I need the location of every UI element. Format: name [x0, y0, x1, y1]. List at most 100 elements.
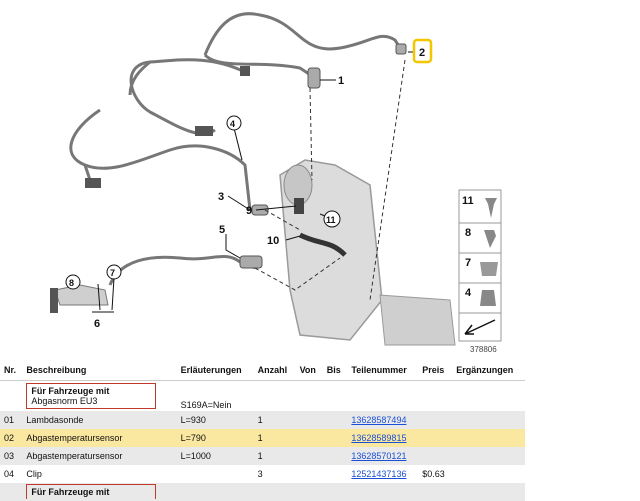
group2-empty-1: [176, 482, 254, 501]
col-erlaeuterungen: Erläuterungen: [176, 360, 254, 381]
cable-1a: [203, 53, 313, 78]
row-qty: 1: [253, 428, 296, 447]
part-number-link[interactable]: 13628589815: [351, 432, 407, 443]
group2-box: Für Fahrzeuge mit: [26, 484, 157, 499]
bracket-6: [54, 284, 109, 306]
row-expl: L=1000: [176, 446, 254, 465]
pipe-10: [298, 232, 347, 257]
row-price: [418, 410, 453, 429]
cable-3: [69, 108, 252, 211]
group-empty-1: [254, 381, 296, 411]
col-preis: Preis: [418, 360, 453, 381]
cable-5: [108, 255, 256, 286]
col-nr: Nr.: [0, 360, 23, 381]
callout-2[interactable]: 2: [419, 47, 425, 59]
row-nr: 03: [0, 446, 23, 465]
row-notes: [452, 428, 525, 447]
sensor-2-tip: [395, 43, 407, 55]
col-beschreibung: Beschreibung: [22, 360, 177, 381]
col-von: Von: [295, 360, 323, 381]
group2-empty-6: [418, 482, 453, 501]
group-title: Für Fahrzeuge mit: [31, 385, 110, 396]
row-nr: 04: [4, 468, 15, 479]
group2-empty-7: [452, 482, 525, 501]
connector-b: [85, 178, 101, 188]
callout-9[interactable]: 9: [246, 205, 252, 217]
group2-empty-5: [347, 482, 419, 501]
arrow-icon: [464, 319, 496, 335]
image-number: 378806: [470, 345, 497, 354]
leader-lines: [254, 59, 406, 301]
bolt-icon: [484, 230, 496, 248]
group-empty-5: [418, 381, 452, 411]
callout-11[interactable]: 11: [326, 215, 336, 225]
parts-diagram: 1 2 3 4 5 6 7 8 9 10 11 11 8 7 4 378806: [50, 12, 502, 354]
row-price: [418, 446, 453, 465]
row-desc: Lambdasonde: [22, 410, 177, 429]
callout-6[interactable]: 6: [94, 318, 100, 330]
row-price: $0.63: [422, 468, 445, 479]
group2-empty-4: [322, 482, 348, 501]
callout-11-circle[interactable]: [323, 210, 341, 228]
group-empty-4: [347, 381, 418, 411]
row-bis: [322, 410, 348, 429]
callout-8-circle[interactable]: [65, 274, 81, 290]
table-row-highlighted[interactable]: 02 Abgastemperatursensor L=790 1 1362858…: [0, 428, 525, 447]
callout-7-circle[interactable]: [106, 264, 122, 280]
lambda-sensor: [307, 67, 321, 89]
callout-7[interactable]: 7: [110, 268, 115, 278]
callout-1[interactable]: 1: [338, 75, 344, 87]
row-qty: 3: [257, 468, 263, 479]
callout-3[interactable]: 3: [218, 191, 224, 203]
legend-label-7: 7: [465, 257, 471, 269]
bracket-6-clamp: [50, 288, 58, 313]
sensor-5-tip: [239, 255, 263, 269]
group2-heading: Für Fahrzeuge mit: [22, 482, 177, 501]
cable-2: [203, 12, 402, 56]
row-notes: [452, 446, 525, 465]
group-empty-2: [296, 381, 323, 411]
group-heading: Für Fahrzeuge mit Abgasnorm EU3: [22, 381, 176, 411]
row-bis: [322, 428, 348, 447]
legend-panel: 11 8 7 4: [458, 189, 502, 342]
row-price: [418, 428, 453, 447]
col-teilenummer: Teilenummer: [347, 360, 419, 381]
sensor-9: [294, 198, 304, 214]
callout-2-box[interactable]: [412, 38, 433, 64]
part-number-link[interactable]: 13628587494: [351, 414, 407, 425]
table-row[interactable]: 04 Clip 3 12521437136 $0.63: [0, 465, 525, 483]
row-desc: Abgastemperatursensor: [22, 428, 177, 447]
callout-8[interactable]: 8: [69, 278, 74, 288]
callout-4[interactable]: 4: [230, 119, 235, 129]
connector-c: [240, 66, 250, 76]
exploded-view: 1 2 3 4 5 6 7 8 9 10 11 11 8 7 4 378806: [50, 12, 502, 354]
parts-table: Nr. Beschreibung Erläuterungen Anzahl Vo…: [0, 360, 525, 501]
exhaust-pipe: [379, 294, 456, 346]
group-row: Für Fahrzeuge mit Abgasnorm EU3 S169A=Ne…: [0, 381, 525, 411]
cable-1b: [128, 60, 151, 96]
group-box: Für Fahrzeuge mit Abgasnorm EU3: [26, 382, 157, 409]
table-row[interactable]: 03 Abgastemperatursensor L=1000 1 136285…: [0, 446, 525, 465]
callout-4-circle[interactable]: [226, 115, 242, 131]
row-qty: 1: [253, 410, 296, 429]
row-desc: Clip: [26, 468, 42, 479]
row-von: [295, 428, 323, 447]
part-number-link[interactable]: 13628570121: [351, 450, 407, 461]
col-bis: Bis: [322, 360, 348, 381]
group-nr: [0, 381, 22, 411]
clip-icon: [480, 262, 498, 276]
group2-empty-2: [253, 482, 296, 501]
group-expl: S169A=Nein: [180, 399, 232, 410]
group2-empty-3: [295, 482, 323, 501]
legend-label-8: 8: [465, 227, 471, 239]
part-number-link[interactable]: 12521437136: [351, 468, 407, 479]
group-subtitle: Abgasnorm EU3: [31, 395, 98, 406]
group-row-2: Für Fahrzeuge mit: [0, 482, 525, 501]
callout-10[interactable]: 10: [267, 235, 279, 247]
row-nr: 02: [0, 428, 23, 447]
row-von: [295, 446, 323, 465]
cable-3b: [83, 164, 92, 181]
callout-5[interactable]: 5: [219, 224, 225, 236]
table-header-row: Nr. Beschreibung Erläuterungen Anzahl Vo…: [0, 360, 525, 381]
table-row[interactable]: 01 Lambdasonde L=930 1 13628587494: [0, 410, 525, 429]
